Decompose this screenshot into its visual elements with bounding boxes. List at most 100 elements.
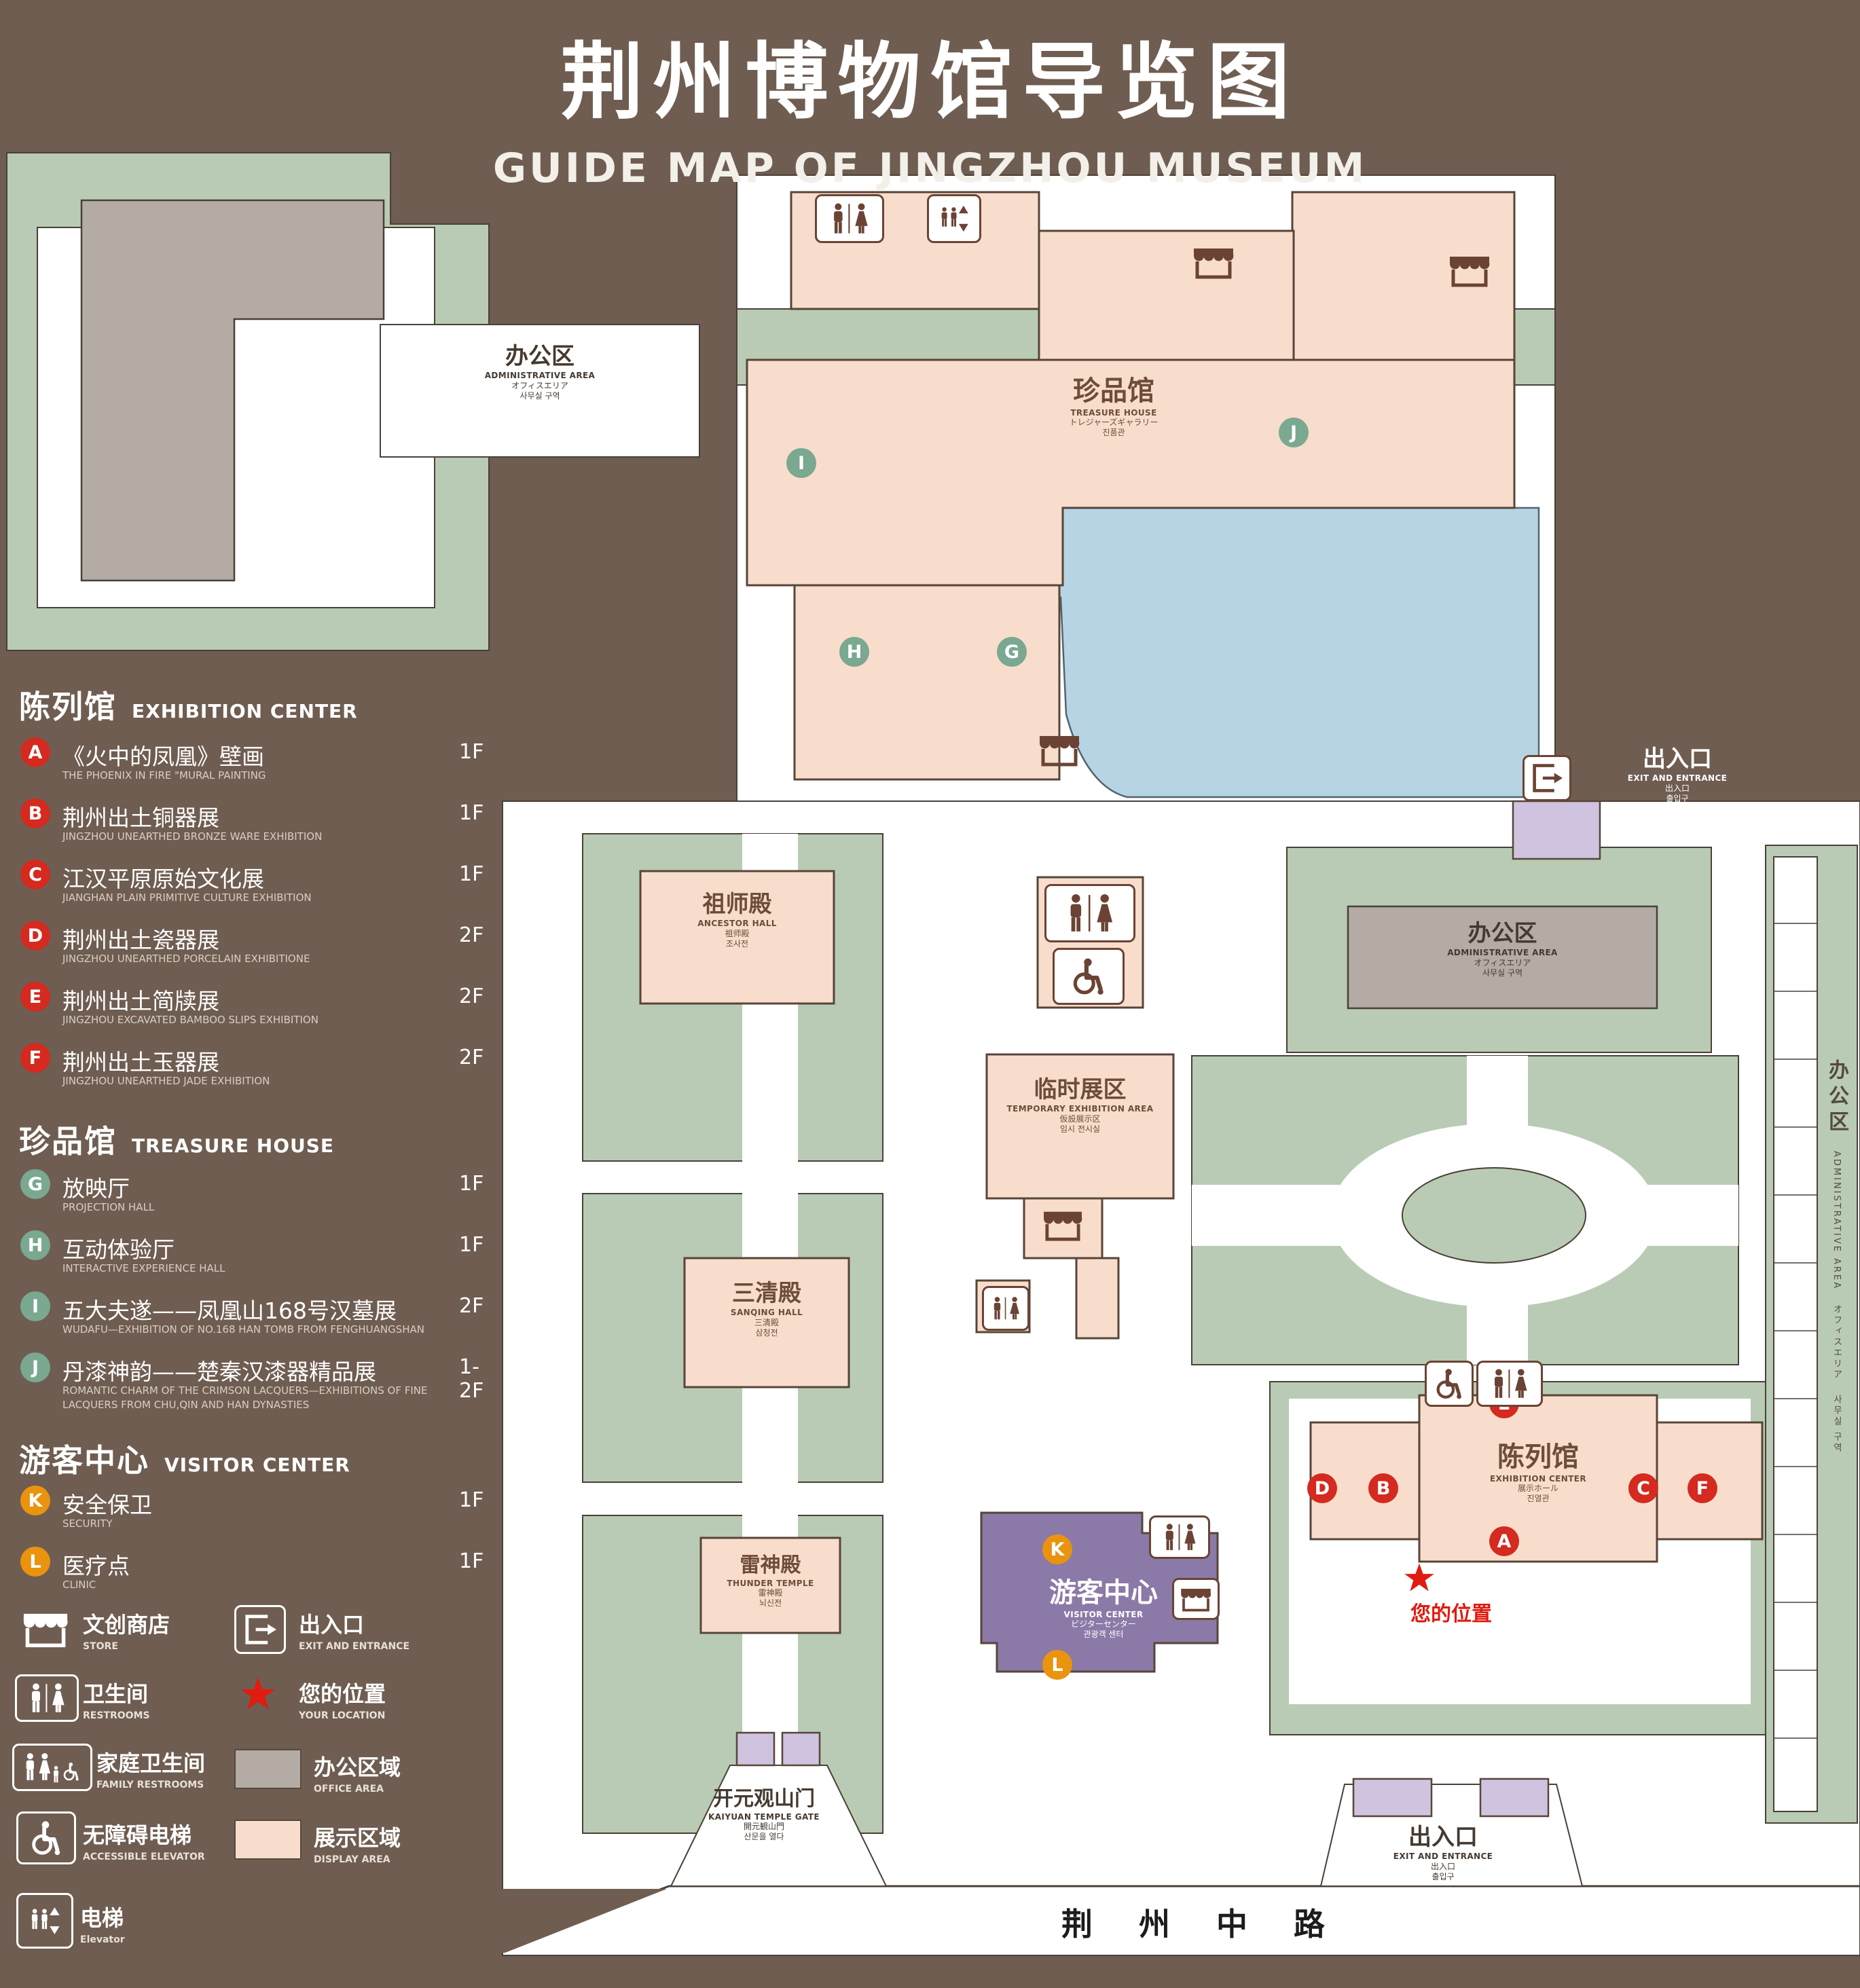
store-icon xyxy=(1192,243,1235,281)
exit-block-east xyxy=(1479,1778,1550,1818)
building-ancestor-hall xyxy=(639,870,835,1005)
label-admin-strip: 办公区 ADMINISTRATIVE AREA オフィスエリア 사무실 구역 xyxy=(1825,1059,1848,1454)
legend-item-floor: 1F xyxy=(459,1549,484,1573)
legend-item-name: 丹漆神韵——楚秦汉漆器精品展 xyxy=(62,1359,376,1385)
legend-item-floor: 2F xyxy=(459,1046,484,1069)
label-ancestor-hall: 祖师殿 ANCESTOR HALL 祖师殿 조사전 xyxy=(697,891,777,949)
restroom-figures-icon xyxy=(1059,892,1121,934)
legend-symbol-exit: 出入口 EXIT AND ENTRANCE xyxy=(299,1612,410,1652)
legend-item-caption: JINGZHOU EXCAVATED BAMBOO SLIPS EXHIBITI… xyxy=(62,1014,318,1026)
legend-item-name: 荆州出土简牍展 xyxy=(62,988,219,1014)
garden-path-south xyxy=(1467,1287,1528,1365)
family-figures-icon xyxy=(20,1750,84,1784)
accessible-elevator-icon xyxy=(1425,1361,1474,1407)
store-icon xyxy=(1038,731,1081,769)
legend-marker-E: E xyxy=(20,982,50,1012)
legend-item-G: G 放映厅 PROJECTION HALL 1F xyxy=(19,1169,494,1226)
legend-item-H: H 互动体验厅 INTERACTIVE EXPERIENCE HALL 1F xyxy=(19,1230,494,1287)
legend-item-caption: ROMANTIC CHARM OF THE CRIMSON LACQUERS—E… xyxy=(62,1384,428,1411)
store-awning-icon xyxy=(1192,243,1235,281)
label-visitor-center: 游客中心 VISITOR CENTER ビジターセンター 관광객 센터 xyxy=(1049,1577,1158,1640)
legend-item-name: 五大夫遂——凤凰山168号汉墓展 xyxy=(62,1297,397,1324)
legend-marker-L: L xyxy=(20,1547,50,1577)
map-marker-A: A xyxy=(1489,1526,1519,1556)
restroom-figures-icon xyxy=(824,202,875,236)
map-marker-K: K xyxy=(1042,1534,1072,1564)
legend-item-name: 荆州出土玉器展 xyxy=(62,1049,219,1075)
building-treasure-main xyxy=(746,358,1516,587)
label-treasure-house: 珍品馆 TREASURE HOUSE トレジャーズギャラリー 진품관 xyxy=(1069,375,1159,438)
garden-island xyxy=(1402,1167,1586,1264)
map-marker-G: G xyxy=(997,637,1027,667)
legend-item-caption: THE PHOENIX IN FIRE "MURAL PAINTING xyxy=(62,769,266,781)
exit-icon xyxy=(234,1605,286,1654)
legend-item-D: D 荆州出土瓷器展 JINGZHOU UNEARTHED PORCELAIN E… xyxy=(19,921,494,978)
legend-item-name: 互动体验厅 xyxy=(62,1236,175,1263)
wheelchair-icon xyxy=(1433,1367,1465,1400)
office-area-swatch xyxy=(234,1749,302,1789)
legend-item-floor: 2F xyxy=(459,923,484,947)
restrooms-icon xyxy=(1476,1361,1543,1407)
legend-symbol-elevator: 电梯 Elevator xyxy=(80,1905,125,1945)
legend-item-A: A 《火中的凤凰》壁画 THE PHOENIX IN FIRE "MURAL P… xyxy=(19,737,494,794)
store-icon xyxy=(1172,1578,1220,1620)
gate-pylon-east xyxy=(781,1731,821,1767)
legend-marker-J: J xyxy=(20,1352,50,1382)
legend-marker-B: B xyxy=(20,798,50,828)
building-temporary-store xyxy=(1023,1197,1104,1259)
garden-path-north xyxy=(1467,1056,1528,1137)
exit-icon xyxy=(1522,755,1571,801)
legend-item-floor: 1F xyxy=(459,1233,484,1257)
label-exit-bottom: 出入口 EXIT AND ENTRANCE 出入口 출입구 xyxy=(1393,1824,1493,1881)
legend-symbol-location: 您的位置 YOUR LOCATION xyxy=(299,1681,386,1721)
legend-item-name: 江汉平原原始文化展 xyxy=(62,866,264,892)
legend-marker-G: G xyxy=(20,1169,50,1199)
store-icon xyxy=(1448,251,1491,289)
restrooms-icon xyxy=(982,1286,1029,1331)
building-treasure-east-wing xyxy=(1291,191,1516,361)
legend-marker-C: C xyxy=(20,860,50,889)
label-thunder-temple: 雷神殿 THUNDER TEMPLE 雷神殿 뇌신전 xyxy=(727,1553,814,1608)
label-kaiyuan-gate: 开元观山门 KAIYUAN TEMPLE GATE 開元観山門 산문을 열다 xyxy=(708,1787,820,1841)
title-chinese: 荆州博物馆导览图 xyxy=(560,34,1300,130)
legend-item-caption: WUDAFU—EXHIBITION OF NO.168 HAN TOMB FRO… xyxy=(62,1323,424,1336)
legend-marker-H: H xyxy=(20,1230,50,1260)
legend-item-floor: 1-2F xyxy=(459,1355,484,1403)
label-exhibition-center: 陈列馆 EXHIBITION CENTER 展示ホール 진열관 xyxy=(1489,1441,1587,1504)
legend-item-name: 医疗点 xyxy=(62,1553,130,1579)
your-location-star-icon xyxy=(1404,1563,1434,1591)
legend-item-B: B 荆州出土铜器展 JINGZHOU UNEARTHED BRONZE WARE… xyxy=(19,798,494,855)
legend-item-floor: 1F xyxy=(459,740,484,764)
label-exit-top: 出入口 EXIT AND ENTRANCE 出入口 출입구 xyxy=(1627,746,1728,803)
legend-item-floor: 2F xyxy=(459,984,484,1008)
legend-item-F: F 荆州出土玉器展 JINGZHOU UNEARTHED JADE EXHIBI… xyxy=(19,1043,494,1100)
store-awning-icon xyxy=(1448,251,1491,289)
legend-marker-A: A xyxy=(20,737,50,767)
wheelchair-icon xyxy=(1069,957,1108,996)
restroom-figures-icon xyxy=(24,1682,69,1714)
label-sanqing-hall: 三清殿 SANQING HALL 三清殿 삼청전 xyxy=(730,1280,803,1338)
store-awning-icon xyxy=(1180,1587,1212,1612)
legend-item-L: L 医疗点 CLINIC 1F xyxy=(19,1547,494,1604)
legend-item-E: E 荆州出土简牍展 JINGZHOU EXCAVATED BAMBOO SLIP… xyxy=(19,982,494,1039)
pond xyxy=(985,507,1540,798)
exit-arrow-icon xyxy=(242,1613,278,1646)
map-marker-B: B xyxy=(1368,1473,1398,1503)
building-temporary-exhibition xyxy=(985,1053,1175,1200)
legend-item-C: C 江汉平原原始文化展 JIANGHAN PLAIN PRIMITIVE CUL… xyxy=(19,860,494,917)
legend-item-name: 安全保卫 xyxy=(62,1492,152,1518)
restroom-figures-icon xyxy=(989,1295,1023,1322)
building-right-strip xyxy=(1773,856,1818,1812)
restroom-figures-icon xyxy=(1487,1367,1533,1400)
legend-item-name: 《火中的凤凰》壁画 xyxy=(62,743,264,770)
legend-item-caption: JINGZHOU UNEARTHED JADE EXHIBITION xyxy=(62,1075,270,1087)
legend-item-floor: 2F xyxy=(459,1294,484,1318)
building-sanqing-hall xyxy=(683,1257,850,1388)
building-admin-right xyxy=(1347,905,1658,1010)
garden-path-east xyxy=(1640,1185,1738,1246)
legend-item-caption: INTERACTIVE EXPERIENCE HALL xyxy=(62,1262,225,1274)
legend-symbol-family: 家庭卫生间 FAMILY RESTROOMS xyxy=(96,1750,206,1790)
garden-path-west xyxy=(1192,1185,1348,1246)
legend-symbol-display: 展示区域 DISPLAY AREA xyxy=(314,1825,401,1865)
elevator-icon xyxy=(927,194,981,243)
